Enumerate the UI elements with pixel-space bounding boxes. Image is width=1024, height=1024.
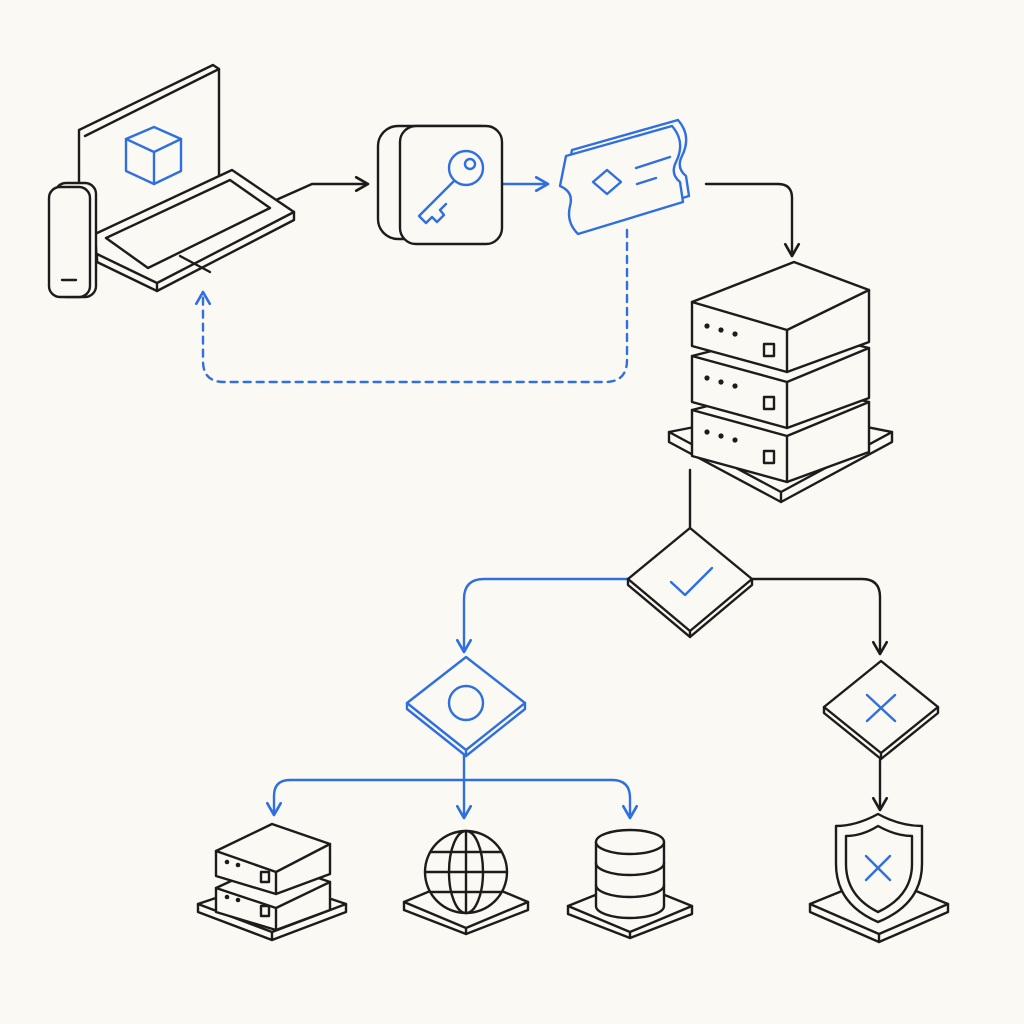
database-icon <box>594 828 666 920</box>
resource-server-node <box>196 822 348 942</box>
edge-allow-branch <box>288 753 614 782</box>
edges <box>194 175 889 820</box>
laptop-icon <box>77 63 296 293</box>
globe-icon <box>423 829 509 915</box>
checkmark-icon <box>669 566 714 597</box>
x-icon <box>864 854 892 882</box>
access-token-node <box>558 118 691 236</box>
server-icon <box>214 822 332 932</box>
server-unit-top <box>690 260 871 374</box>
deny-gate-node <box>822 659 940 761</box>
circle-icon <box>447 684 485 722</box>
smartphone-icon <box>47 181 98 299</box>
key-icon <box>417 149 485 225</box>
ticket-icon <box>558 118 691 236</box>
resource-database-node <box>566 828 694 940</box>
blocked-shield-node <box>808 812 950 944</box>
edge-allow-to-server <box>265 778 292 817</box>
x-icon <box>865 693 897 723</box>
key-vault-node <box>376 124 504 246</box>
client-devices-node <box>47 63 296 299</box>
edge-token-to-server <box>704 182 801 258</box>
resource-web-node <box>402 829 530 936</box>
edge-gate-to-allow <box>455 577 630 654</box>
edge-token-return-dashed <box>194 228 629 384</box>
edge-client-to-key <box>274 175 370 202</box>
allow-router-node <box>405 655 527 758</box>
auth-server-node <box>667 260 894 504</box>
edge-allow-to-database <box>610 778 639 820</box>
edge-gate-to-deny <box>750 577 889 656</box>
shield-x-icon <box>834 812 924 924</box>
validation-gate-node <box>626 526 754 639</box>
cube-icon <box>124 125 183 186</box>
